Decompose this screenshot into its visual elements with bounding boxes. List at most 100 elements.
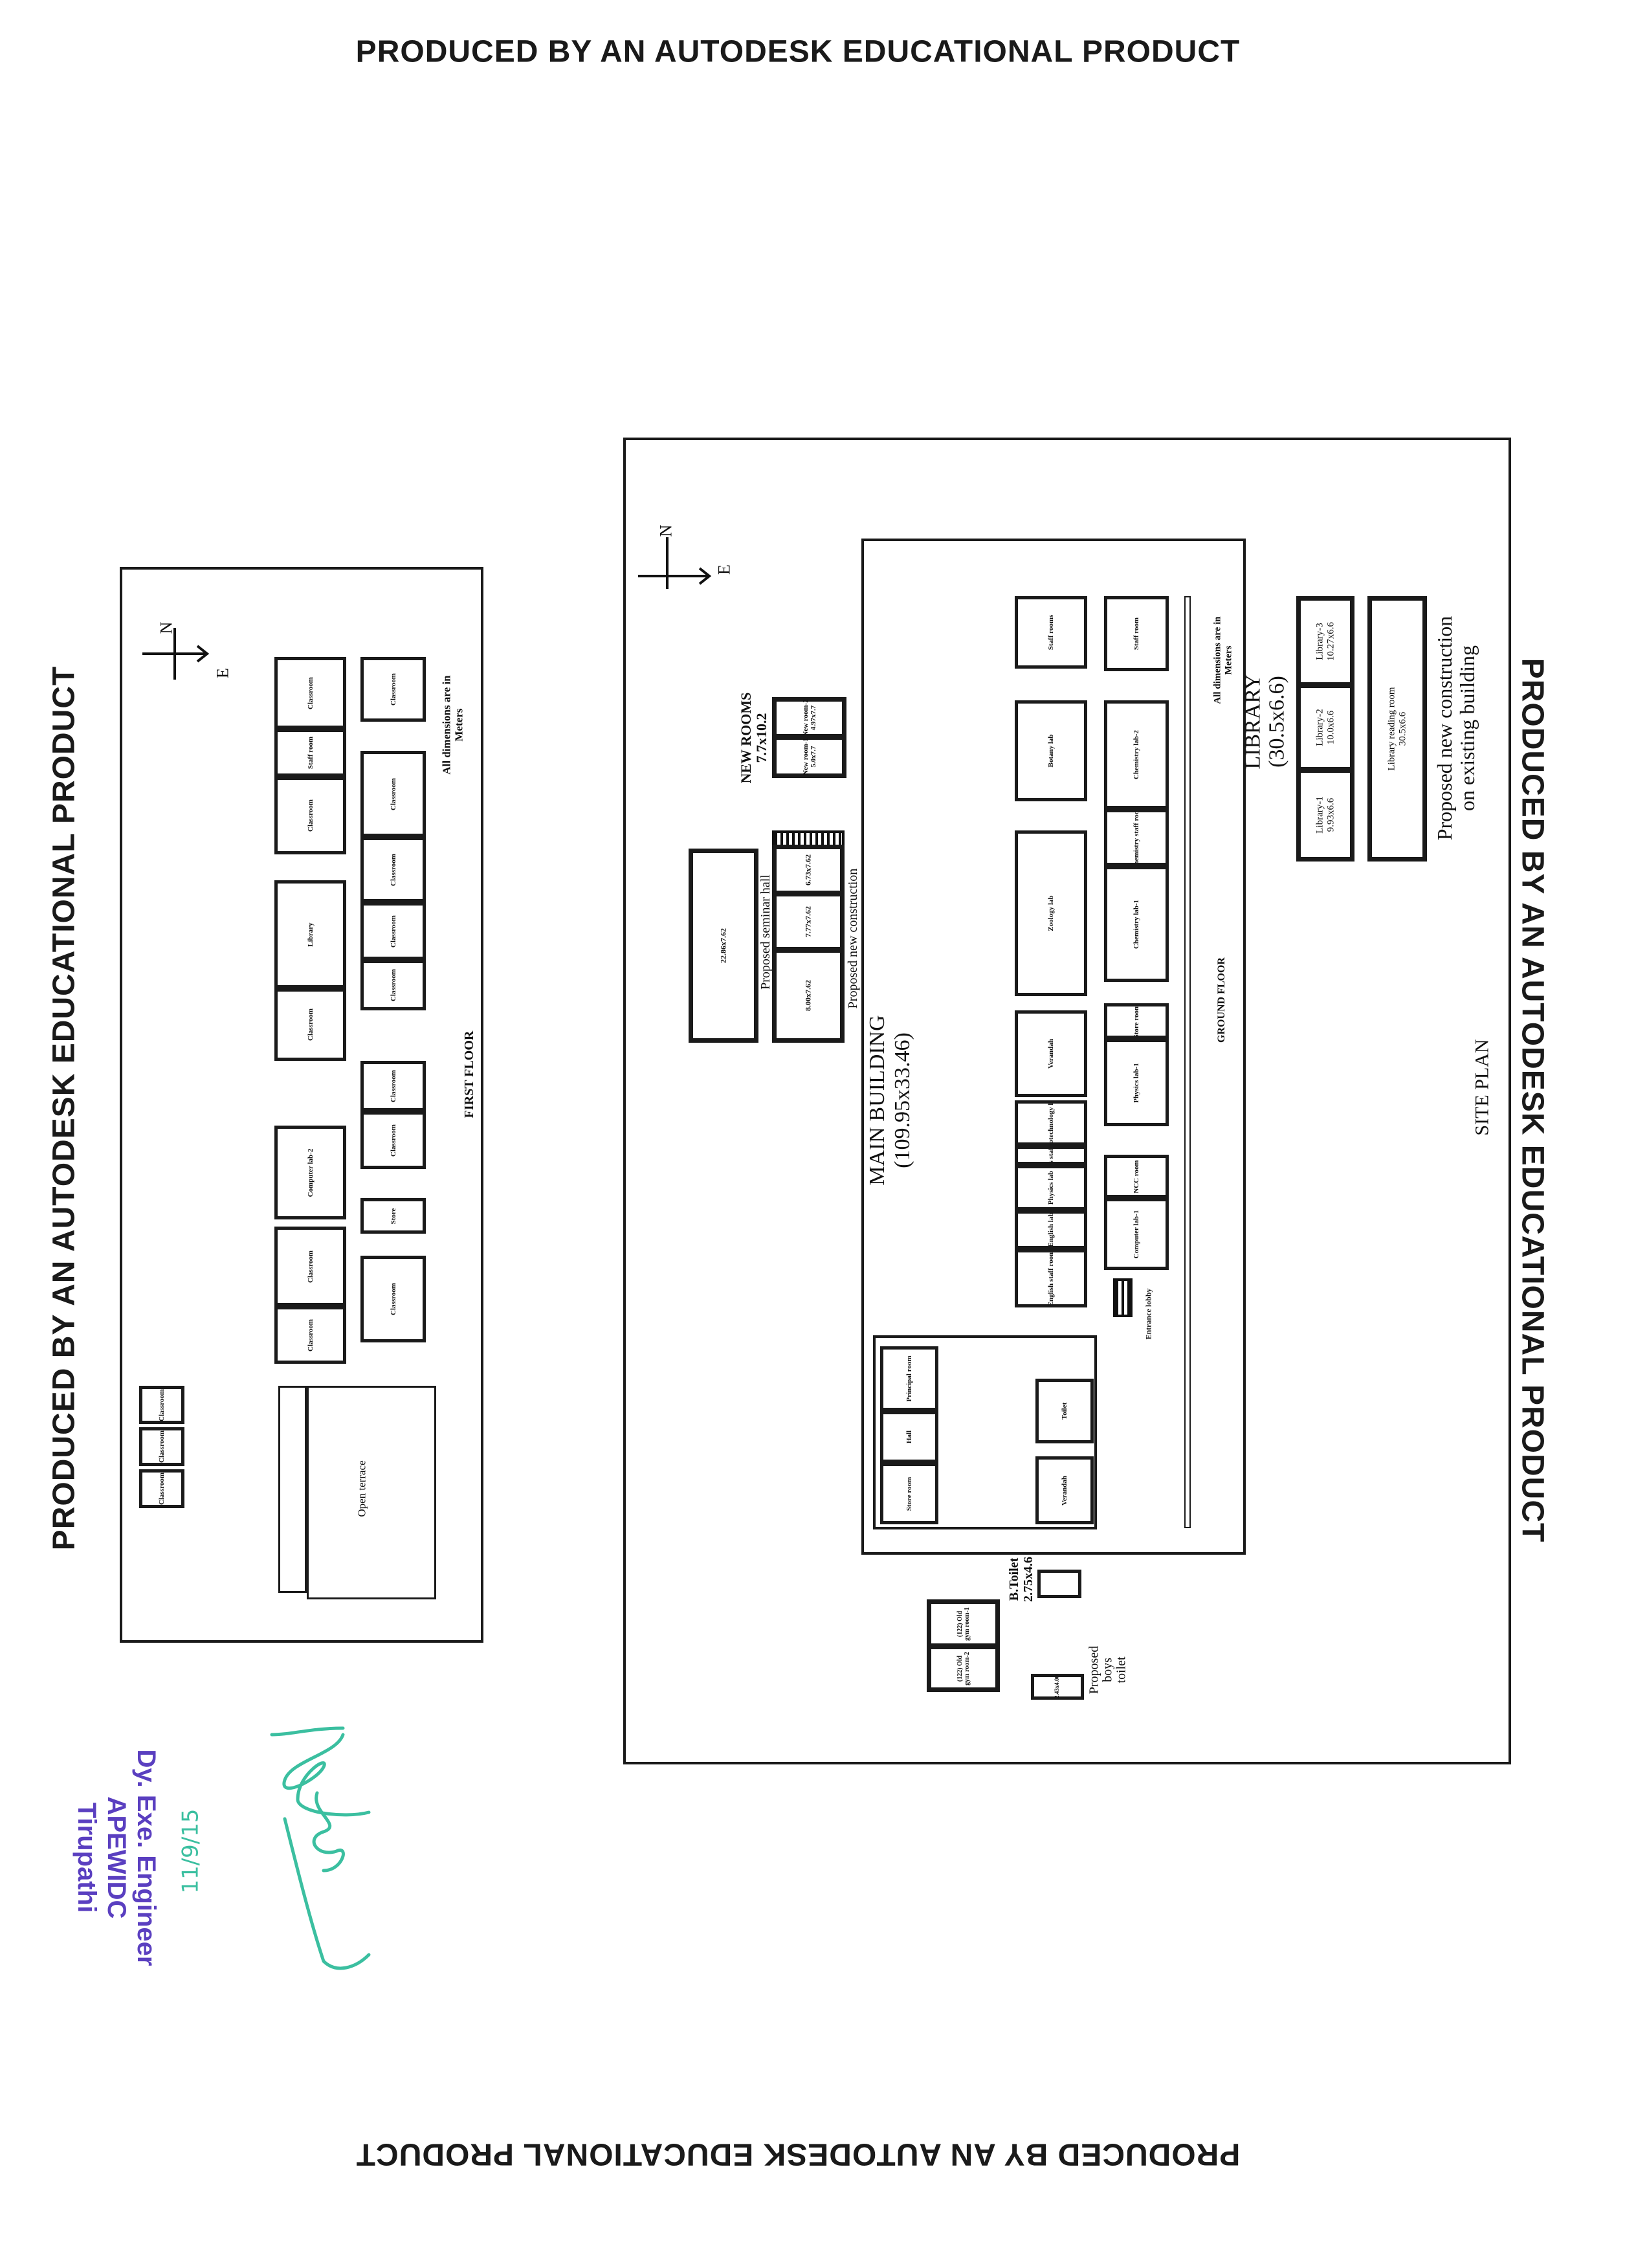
room-label: Chemistry lab-1 (1133, 899, 1140, 949)
room-label: Classroom (158, 1473, 166, 1505)
room-label: Classroom (389, 1124, 397, 1157)
first-floor-title: FIRST FLOOR (462, 1030, 476, 1118)
room-label: Computer lab-2 (306, 1148, 315, 1197)
west-wing-outline (873, 1335, 1097, 1529)
first-floor-terrace-wall (278, 1386, 307, 1593)
old-gym-room-1: (122) Old gym room-1 (927, 1599, 1000, 1648)
seminar-hall-label: Proposed seminar hall (758, 874, 773, 990)
stamp-line2: APEWIDC (102, 1796, 131, 1919)
boys-toilet: 2.43x4.00 (1031, 1674, 1084, 1700)
room: Physics staff room (1015, 1146, 1087, 1165)
room-label: Classroom (306, 1250, 315, 1283)
room-label: Store (389, 1208, 397, 1224)
watermark-right: PRODUCED BY AN AUTODESK EDUCATIONAL PROD… (1515, 658, 1550, 1543)
room: Botany lab (1015, 700, 1087, 801)
watermark-bottom: PRODUCED BY AN AUTODESK EDUCATIONAL PROD… (355, 2137, 1241, 2172)
room: English staff room (1015, 1249, 1087, 1307)
room-label: Classroom (389, 915, 397, 948)
room: Store (360, 1198, 426, 1234)
room: Zoology lab (1015, 830, 1087, 996)
site-compass-icon (635, 524, 713, 589)
library-note-line1: Proposed new construction (1432, 616, 1456, 841)
room: Staff room (274, 729, 346, 777)
room: Library (274, 880, 346, 988)
watermark-left: PRODUCED BY AN AUTODESK EDUCATIONAL PROD… (47, 665, 82, 1551)
dimensions-unit-text: Meters (452, 708, 465, 742)
room-label: Store room (1133, 1004, 1140, 1038)
room: Toilet (1035, 1379, 1094, 1443)
room-label: Classroom (306, 1318, 315, 1351)
room: Classroom (139, 1386, 184, 1424)
room-label: Classroom (306, 799, 315, 832)
room: Verandah (1035, 1456, 1094, 1524)
site-compass-east: E (714, 564, 734, 575)
library-size: (30.5x6.6) (1265, 676, 1289, 768)
room-label: Chemistry lab-2 (1133, 729, 1140, 780)
room: Classroom (274, 657, 346, 729)
room-label: Classroom (306, 676, 315, 709)
first-floor-frame (120, 567, 483, 1643)
room-size: 8.00x7.62 (803, 980, 813, 1011)
room: Chemistry staff room (1104, 809, 1169, 866)
room: Classroom (139, 1427, 184, 1466)
room: Classroom (274, 1306, 346, 1364)
room-size: 7.77x7.62 (803, 906, 813, 937)
room: Classroom (360, 960, 426, 1010)
ground-floor-title: GROUND FLOOR (1216, 957, 1228, 1043)
room-label: NCC room (1133, 1159, 1140, 1194)
dimensions-unit-text: Meters (1223, 645, 1233, 675)
room: Verandah (1015, 1010, 1087, 1097)
old-gym-room-2: (122) Old gym room-2 (927, 1645, 1000, 1692)
new-construction-label: Proposed new construction (846, 868, 860, 1009)
room: Classroom (360, 837, 426, 902)
room: Hall (880, 1411, 938, 1463)
room: Biotechnology lab (1015, 1100, 1087, 1146)
room-label: Physics staff room (1047, 1149, 1055, 1162)
dimensions-note-text: All dimensions are in (440, 675, 453, 775)
room-label: Classroom (389, 777, 397, 810)
signature (214, 1689, 375, 1974)
room-label: Zoology lab (1047, 895, 1055, 931)
room: Classroom (360, 902, 426, 960)
main-building-size: (109.95x33.46) (890, 1032, 914, 1168)
room-label: Classroom (389, 673, 397, 706)
site-compass-north: N (656, 524, 676, 537)
first-floor-terrace-label: Open terrace (355, 1460, 368, 1517)
room: Classroom (360, 1256, 426, 1342)
entrance-lobby-label: Entrance lobby (1144, 1288, 1153, 1340)
room: Classroom (139, 1469, 184, 1508)
boys-toilet-size: 2.43x4.00 (1054, 1675, 1061, 1698)
room-label: Classroom (158, 1430, 166, 1463)
first-floor-terrace (307, 1386, 436, 1599)
room: Classroom (360, 751, 426, 837)
gym-room-2-label: (122) Old gym room-2 (956, 1651, 971, 1685)
room-label: Physics lab-1 (1133, 1062, 1140, 1103)
stamp-line1: Dy. Exe. Engineer (132, 1749, 160, 1966)
room: Physics lab-1 (1104, 1039, 1169, 1126)
room: Physics lab (1015, 1165, 1087, 1210)
site-plan-frame (623, 438, 1511, 1764)
b-toilet (1037, 1570, 1081, 1598)
new-construction-room-2: 7.77x7.62 (772, 892, 845, 951)
room-label: Classroom (389, 1070, 397, 1102)
room: Computer lab-1 (1104, 1198, 1169, 1270)
room-label: Chemistry staff room (1133, 809, 1140, 866)
room: Classroom (360, 1061, 426, 1111)
new-construction-room-1: 8.00x7.62 (772, 948, 845, 1043)
